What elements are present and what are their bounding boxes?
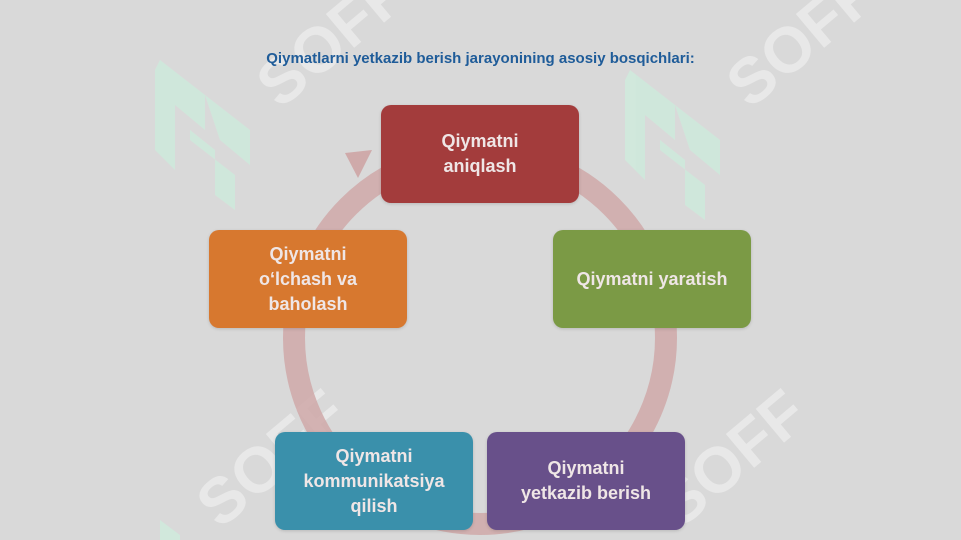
step-label: Qiymatni yetkazib berish xyxy=(520,458,652,503)
cycle-arrowhead xyxy=(345,150,372,178)
slide-title: Qiymatlarni yetkazib berish jarayonining… xyxy=(266,50,695,67)
step-box-communicate: Qiymatni kommunikatsiya qilish xyxy=(275,432,473,530)
step-label: Qiymatni yaratish xyxy=(576,268,728,289)
soff-watermark-top-right: SOFF xyxy=(625,0,890,220)
step-label: Qiymatni o‘lchash va baholash xyxy=(258,243,358,314)
step-box-measure: Qiymatni o‘lchash va baholash xyxy=(209,230,407,328)
soff-watermark-top-left: SOFF xyxy=(155,0,420,210)
step-box-create: Qiymatni yaratish xyxy=(553,230,751,328)
step-label: Qiymatni kommunikatsiya qilish xyxy=(303,445,445,516)
step-box-deliver: Qiymatni yetkazib berish xyxy=(487,432,685,530)
step-box-define: Qiymatni aniqlash xyxy=(381,105,579,203)
step-label: Qiymatni aniqlash xyxy=(441,131,519,176)
